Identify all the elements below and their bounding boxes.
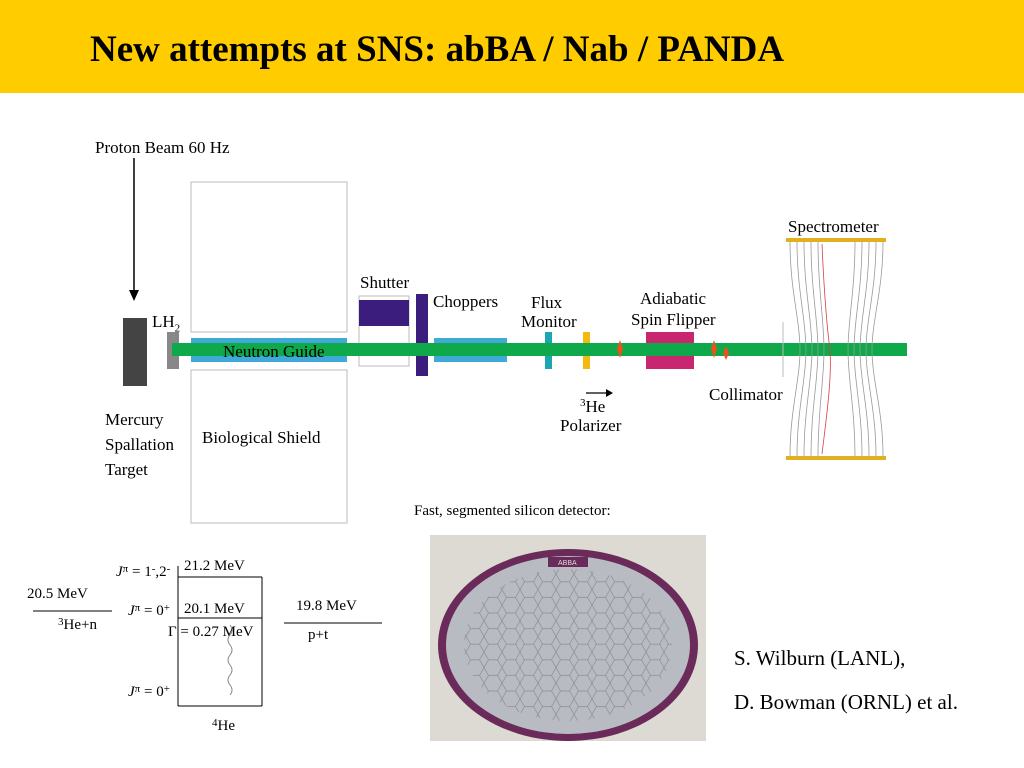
choppers-label: Choppers (433, 292, 499, 311)
energy-19-8: 19.8 MeV (296, 598, 357, 614)
jpi-label-3: Jπ = 0+ (128, 683, 170, 700)
he3n-label: 3He+n (58, 616, 97, 633)
credit-line-1: S. Wilburn (LANL), (734, 646, 906, 670)
wafer-hex-pads (464, 569, 672, 721)
energy-21-2: 21.2 MeV (184, 558, 245, 574)
jpi-label-1: Jπ = 1-,2- (116, 563, 171, 580)
biological-shield-label: Biological Shield (202, 428, 321, 447)
jpi-label-2: Jπ = 0+ (128, 602, 170, 619)
spin-flipper-label-2: Spin Flipper (631, 310, 716, 329)
spin-marker (617, 340, 623, 358)
collimator-label: Collimator (709, 385, 783, 404)
credit-line-2: D. Bowman (ORNL) et al. (734, 690, 958, 714)
lh2-label: LH2 (152, 312, 181, 335)
flux-monitor-label-2: Monitor (521, 312, 577, 331)
mercury-target (123, 318, 147, 386)
proton-beam-arrowhead (129, 290, 139, 301)
spectrometer-bottom-plate (786, 456, 886, 460)
spin-flipper-label-1: Adiabatic (640, 289, 707, 308)
target-label-2: Spallation (105, 435, 174, 454)
spin-marker (723, 346, 729, 360)
target-label-1: Mercury (105, 410, 164, 429)
he3-label: 3He (580, 397, 606, 416)
shutter-block (359, 300, 409, 326)
title-bar (0, 0, 1024, 93)
gamma-width: Γ = 0.27 MeV (168, 624, 254, 640)
flux-monitor-label-1: Flux (531, 293, 563, 312)
energy-20-1: 20.1 MeV (184, 601, 245, 617)
electron-track (821, 243, 831, 455)
chopper-disk (416, 294, 428, 376)
neutron-guide-label: Neutron Guide (223, 342, 325, 361)
detector-caption: Fast, segmented silicon detector: (414, 503, 611, 519)
biological-shield-upper (190, 181, 348, 333)
slide-title: New attempts at SNS: abBA / Nab / PANDA (90, 29, 785, 70)
target-label-3: Target (105, 460, 148, 479)
polarizer-label: Polarizer (560, 416, 622, 435)
energy-20-5: 20.5 MeV (27, 586, 88, 602)
spectrometer-label: Spectrometer (788, 217, 879, 236)
level-diagram (33, 566, 382, 707)
spectrometer-field-lines (789, 241, 884, 457)
biological-shield-lower (190, 369, 348, 524)
proton-beam-label: Proton Beam 60 Hz (95, 138, 230, 157)
he4-label: 4He (212, 717, 235, 734)
shutter-label: Shutter (360, 273, 410, 292)
spin-marker (711, 340, 717, 358)
pt-label: p+t (308, 627, 329, 643)
silicon-wafer-photo: ABBA (430, 535, 706, 741)
svg-text:ABBA: ABBA (558, 560, 577, 567)
spectrometer-top-plate (786, 238, 886, 242)
